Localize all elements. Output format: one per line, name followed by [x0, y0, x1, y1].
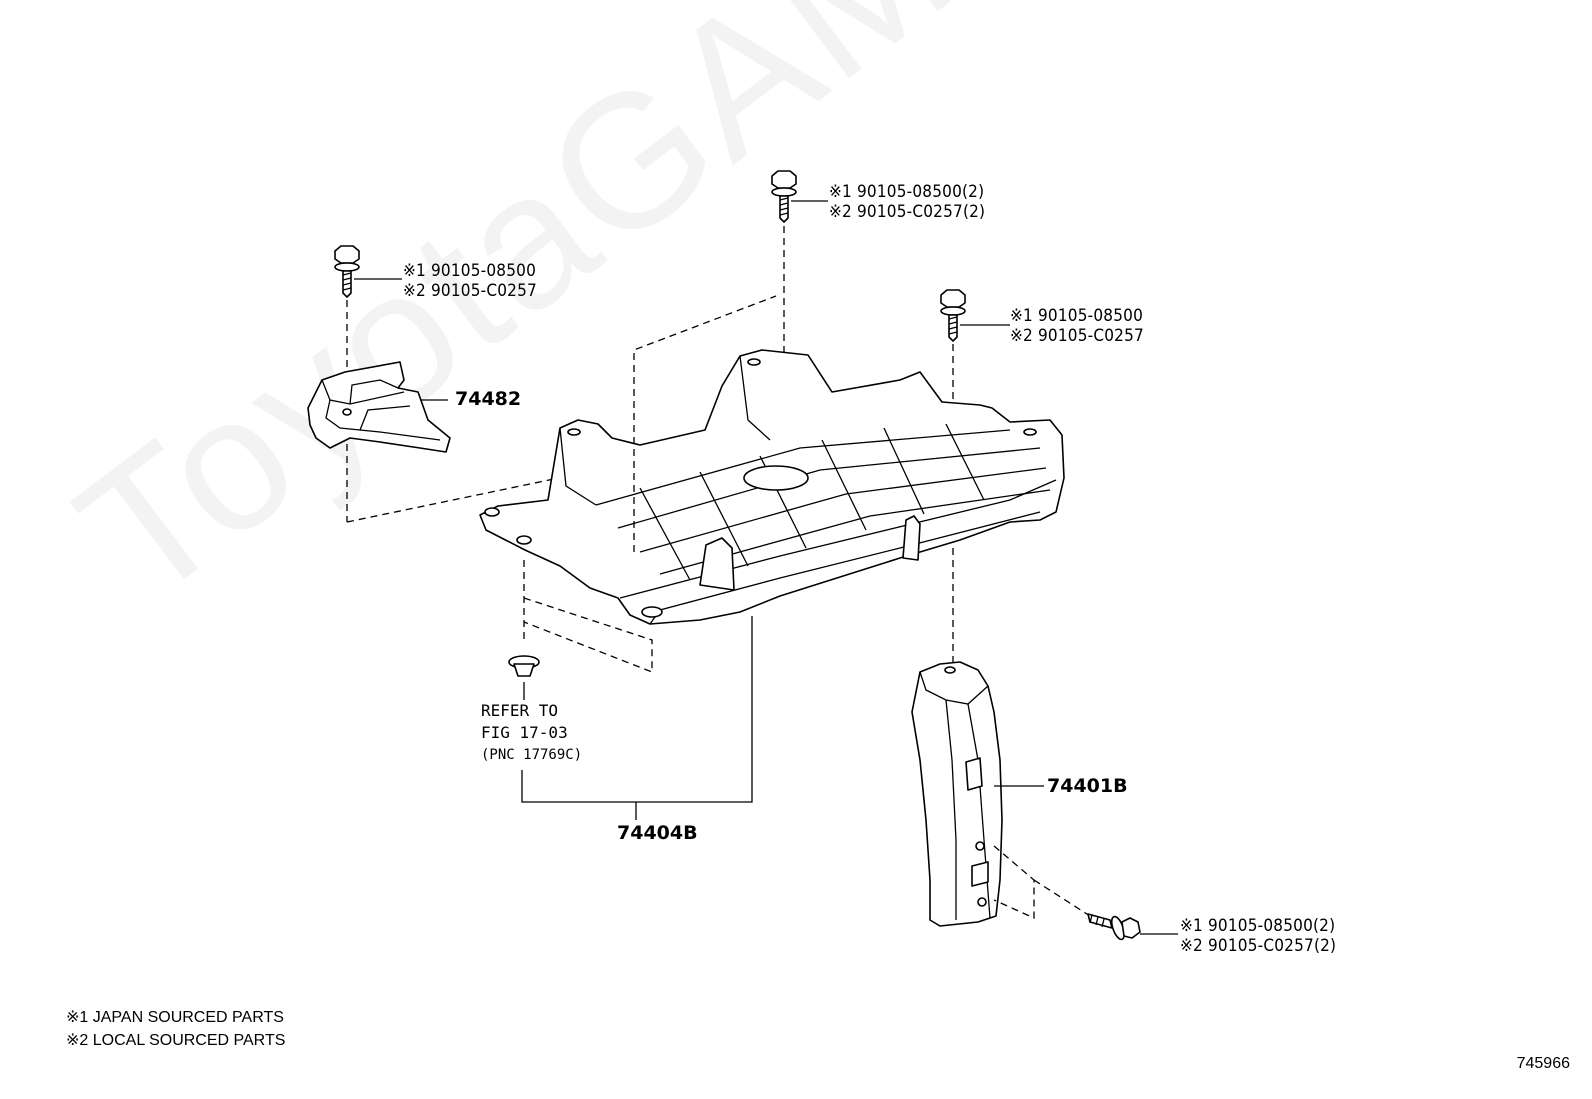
callout-right-line2: ※2 90105-C0257 — [1010, 326, 1144, 346]
reference-note-line1: REFER TO — [481, 701, 559, 720]
part-number-74404B: 74404B — [617, 822, 698, 844]
part-number-74482: 74482 — [455, 388, 522, 410]
legend: ※1 JAPAN SOURCED PARTS ※2 LOCAL SOURCED … — [66, 1006, 285, 1052]
legend-item-local: ※2 LOCAL SOURCED PARTS — [66, 1032, 286, 1049]
bolt-right-icon — [940, 289, 966, 342]
bolt-top-center-icon — [771, 170, 797, 223]
bolt-top-left-icon — [334, 245, 360, 298]
callout-top-center-line2: ※2 90105-C0257(2) — [829, 202, 986, 222]
reference-note-line2: FIG 17-03 — [481, 723, 568, 742]
reference-note-line3: (PNC 17769C) — [481, 747, 583, 763]
figure-number: 745966 — [1516, 1055, 1570, 1072]
callout-bottom-right-line1: ※1 90105-08500(2) — [1180, 916, 1336, 936]
part-number-74401B: 74401B — [1047, 775, 1128, 797]
callout-top-left-line1: ※1 90105-08500 — [403, 261, 537, 281]
bracket-74482-part — [307, 361, 451, 453]
callout-right-line1: ※1 90105-08500 — [1010, 306, 1144, 326]
callout-top-left-line2: ※2 90105-C0257 — [403, 281, 537, 301]
battery-tray-74404B-part — [479, 349, 1065, 625]
callout-top-center-line1: ※1 90105-08500(2) — [829, 182, 985, 202]
bolt-bottom-right-icon — [1087, 913, 1141, 941]
clip-17769C-icon — [508, 655, 540, 700]
battery-clamp-74401B-part — [911, 661, 1003, 927]
legend-item-japan: ※1 JAPAN SOURCED PARTS — [66, 1009, 284, 1026]
callout-bottom-right-line2: ※2 90105-C0257(2) — [1180, 936, 1337, 956]
